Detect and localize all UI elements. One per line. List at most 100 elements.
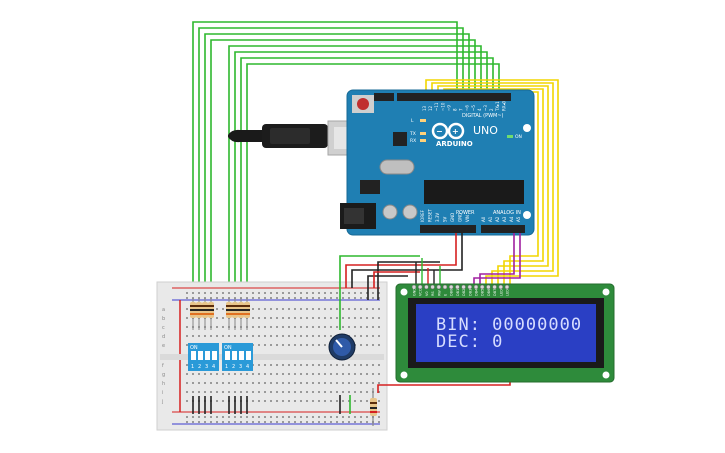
analog-in-label: ANALOG IN: [493, 210, 521, 216]
lcd-line-1: BIN: 00000000: [436, 315, 582, 335]
digital-pin-label: 2: [489, 108, 494, 111]
dip-1-num-2: 2: [198, 364, 201, 370]
digital-label: DIGITAL (PWM~): [462, 113, 504, 119]
lcd-pin-label: LED: [506, 289, 510, 296]
lcd-pin-label: DB3: [468, 289, 472, 296]
pulldown-resistor: [238, 298, 244, 330]
lcd-pin: [467, 284, 473, 290]
digital-pin-label: 8: [453, 108, 458, 111]
dip-switch-2-on-label: ON: [224, 345, 232, 351]
atmega-chip: [424, 180, 524, 204]
digital-pin-label: 13: [422, 105, 427, 111]
row-letter: h: [162, 381, 165, 387]
lcd-pin: [492, 284, 497, 290]
lcd-pin-label: DB1: [456, 289, 460, 296]
l-led-label: L: [411, 118, 414, 124]
row-letter: e: [162, 343, 165, 349]
reset-button[interactable]: [357, 98, 369, 110]
arduino-brand-text: ARDUINO: [436, 140, 473, 148]
lcd-pin: [417, 284, 423, 290]
row-letter: c: [162, 325, 165, 331]
analog-pin-label: A3: [502, 216, 507, 222]
pulldown-resistor: [232, 298, 238, 330]
lcd-pin-label: RW: [437, 290, 441, 296]
analog-pin-label: A0: [481, 216, 486, 222]
digital-pin-label: ~10: [440, 102, 445, 111]
dip-2-num-1: 1: [225, 364, 228, 370]
lcd-pin-label: VCC: [419, 288, 423, 296]
lcd-pin-label: DB4: [475, 288, 479, 296]
digital-pin-label: RX◂0: [501, 100, 506, 111]
lcd-pin-label: E: [444, 294, 448, 296]
row-letter: a: [162, 307, 165, 313]
pulldown-resistor: [244, 298, 250, 330]
lcd-pin: [498, 284, 504, 290]
potentiometer[interactable]: [328, 333, 356, 361]
dip-2-num-2: 2: [232, 364, 235, 370]
lcd-lead-wires: [415, 258, 441, 286]
lcd-pin: [504, 284, 510, 290]
pulldown-resistor: [208, 298, 214, 330]
logo-minus-glyph: −: [436, 127, 443, 136]
power-pin-label: GND: [450, 213, 455, 222]
lcd-pin-label: DB7: [493, 289, 497, 296]
dip-1-num-4: 4: [212, 364, 215, 370]
analog-pin-label: A1: [488, 216, 493, 222]
pulldown-resistor: [190, 298, 196, 330]
power-pin-label: 3.3V: [435, 213, 440, 222]
on-led-label: ON: [515, 134, 522, 140]
lcd-line-2: DEC: 0: [436, 332, 503, 352]
digital-pin-label: 4: [477, 108, 482, 111]
logo-plus-glyph: +: [452, 127, 459, 136]
digital-pin-label: ~11: [434, 102, 439, 111]
tx-label: TX: [409, 131, 416, 137]
digital-pin-label: ~3: [483, 105, 488, 111]
analog-header: [481, 225, 525, 233]
power-label: POWER: [456, 210, 475, 216]
dip-2-num-3: 3: [239, 364, 242, 370]
analog-pin-label: A5: [516, 216, 521, 222]
lcd-screen: [416, 304, 596, 362]
lcd-pin-label: DB0: [450, 289, 454, 296]
lcd-pin: [411, 284, 417, 290]
arduino-uno-board: − + ARDUINO UNO DIGITAL (PWM~) POWER ANA…: [340, 89, 535, 236]
backlight-resistor: [370, 388, 377, 426]
lcd-pin: [448, 284, 454, 290]
power-pin-label: RESET: [428, 209, 433, 222]
dip-2-num-4: 4: [246, 364, 249, 370]
lcd-pin-label: RS: [431, 291, 435, 296]
lcd-pin: [461, 284, 466, 290]
lcd-pin: [436, 284, 442, 290]
lcd-pin-label: LED: [499, 289, 503, 296]
lcd-pin-label: DB5: [481, 289, 485, 296]
row-letter: j: [161, 399, 163, 405]
dip-switch-2-levers[interactable]: [225, 351, 251, 360]
lcd-pin-header: [411, 284, 510, 290]
arduino-model-text: UNO: [473, 124, 498, 137]
lcd-pin-label: DB2: [462, 289, 466, 296]
power-pin-label: 5V: [443, 216, 448, 222]
pulldown-resistor: [202, 298, 208, 330]
dip-1-num-1: 1: [191, 364, 194, 370]
dip-switch-1[interactable]: ON 1 2 3 4: [188, 343, 219, 371]
digital-pin-label: ~6: [465, 105, 470, 111]
digital-pin-label: 12: [428, 105, 433, 111]
green-wire-bundle: [192, 21, 500, 300]
resistor-bank: [190, 298, 250, 330]
digital-pin-label: ~9: [446, 105, 451, 111]
dip-switch-1-levers[interactable]: [191, 351, 217, 360]
power-pin-label: VIN: [465, 215, 470, 222]
lcd-pin: [442, 284, 448, 290]
dip-switch-2[interactable]: ON 1 2 3 4: [222, 343, 253, 371]
analog-pin-label: A4: [509, 216, 514, 222]
row-letter: i: [162, 390, 163, 396]
dip-switch-1-on-label: ON: [190, 345, 198, 351]
digital-pin-label: 7: [459, 108, 464, 111]
lcd-pin: [455, 284, 460, 290]
power-pin-label: GND: [458, 213, 463, 222]
